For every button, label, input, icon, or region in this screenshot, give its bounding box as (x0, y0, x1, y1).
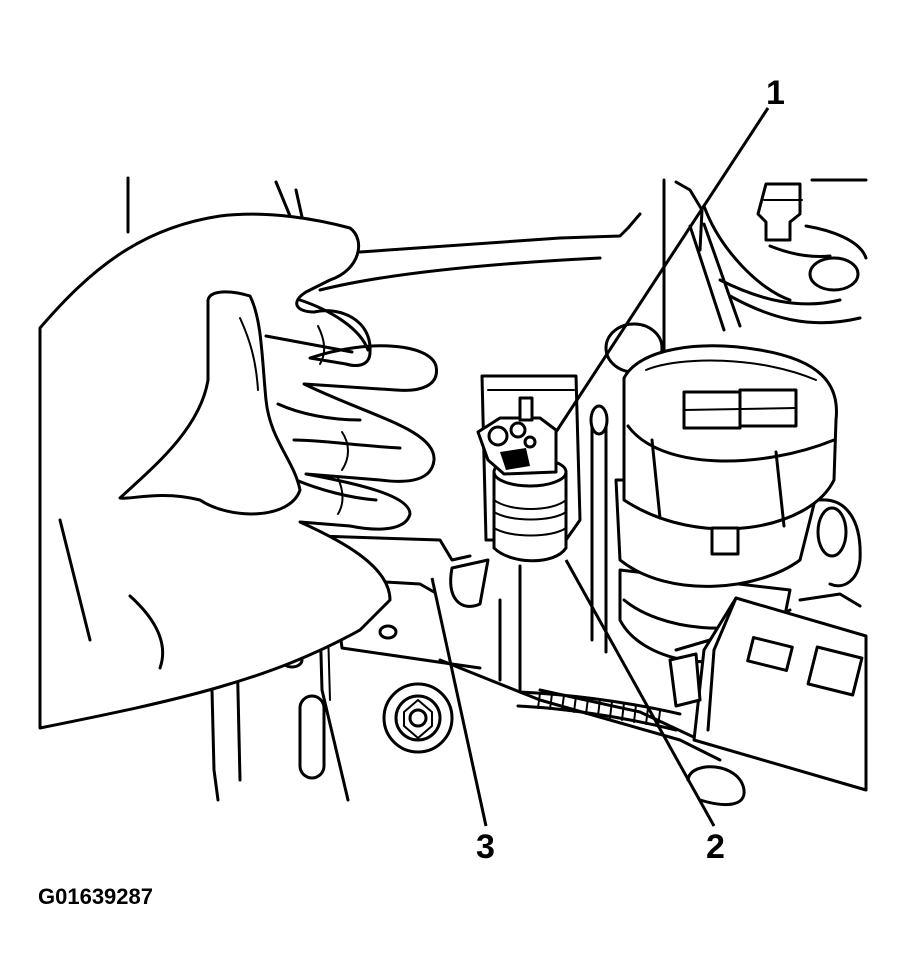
callout-label-1: 1 (766, 74, 785, 112)
callout-label-3: 3 (476, 828, 495, 866)
leader-line-1 (554, 107, 770, 433)
electrical-connector (668, 596, 868, 792)
hand (38, 212, 438, 730)
figure-id: G01639287 (38, 884, 153, 909)
slot-hole (298, 694, 326, 780)
bolt-head (382, 682, 454, 754)
leader-line-3 (430, 577, 488, 827)
leader-line-2 (564, 559, 716, 827)
callout-label-2: 2 (706, 828, 725, 866)
callout-leaders (430, 107, 770, 827)
sensor-assembly (449, 396, 568, 608)
